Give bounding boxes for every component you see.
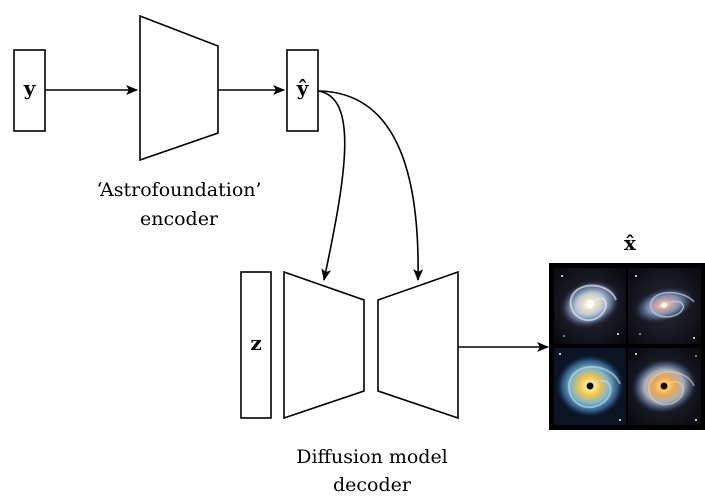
noise-z-label: z [250,331,261,355]
galaxy-image-bottom-left [554,348,626,425]
input-y-label: y [23,76,37,100]
input-y-box: y [13,49,46,132]
noise-z-box: z [240,271,272,419]
decoder-downsampling-trapezoid [283,270,365,420]
decoder-caption-line2: decoder [333,474,412,496]
encoder-trapezoid [139,14,219,162]
encoder-caption-line2: encoder [140,208,219,230]
latent-yhat-box: ŷ [286,49,319,132]
latent-yhat-label: ŷ [296,76,310,100]
arrow-yhat-to-decoder-right [317,90,424,281]
output-galaxy-grid [549,263,705,430]
galaxy-image-top-right [628,268,701,344]
output-xhat-label: x̂ [624,231,637,255]
decoder-caption-line1: Diffusion model [296,446,448,468]
decoder-upsampling-trapezoid [377,270,459,420]
galaxy-image-bottom-right [628,348,701,425]
galaxy-image-top-left [554,268,626,344]
arrow-yhat-to-decoder-left [317,90,346,281]
encoder-caption-line1: ‘Astrofoundation’ [96,179,261,201]
